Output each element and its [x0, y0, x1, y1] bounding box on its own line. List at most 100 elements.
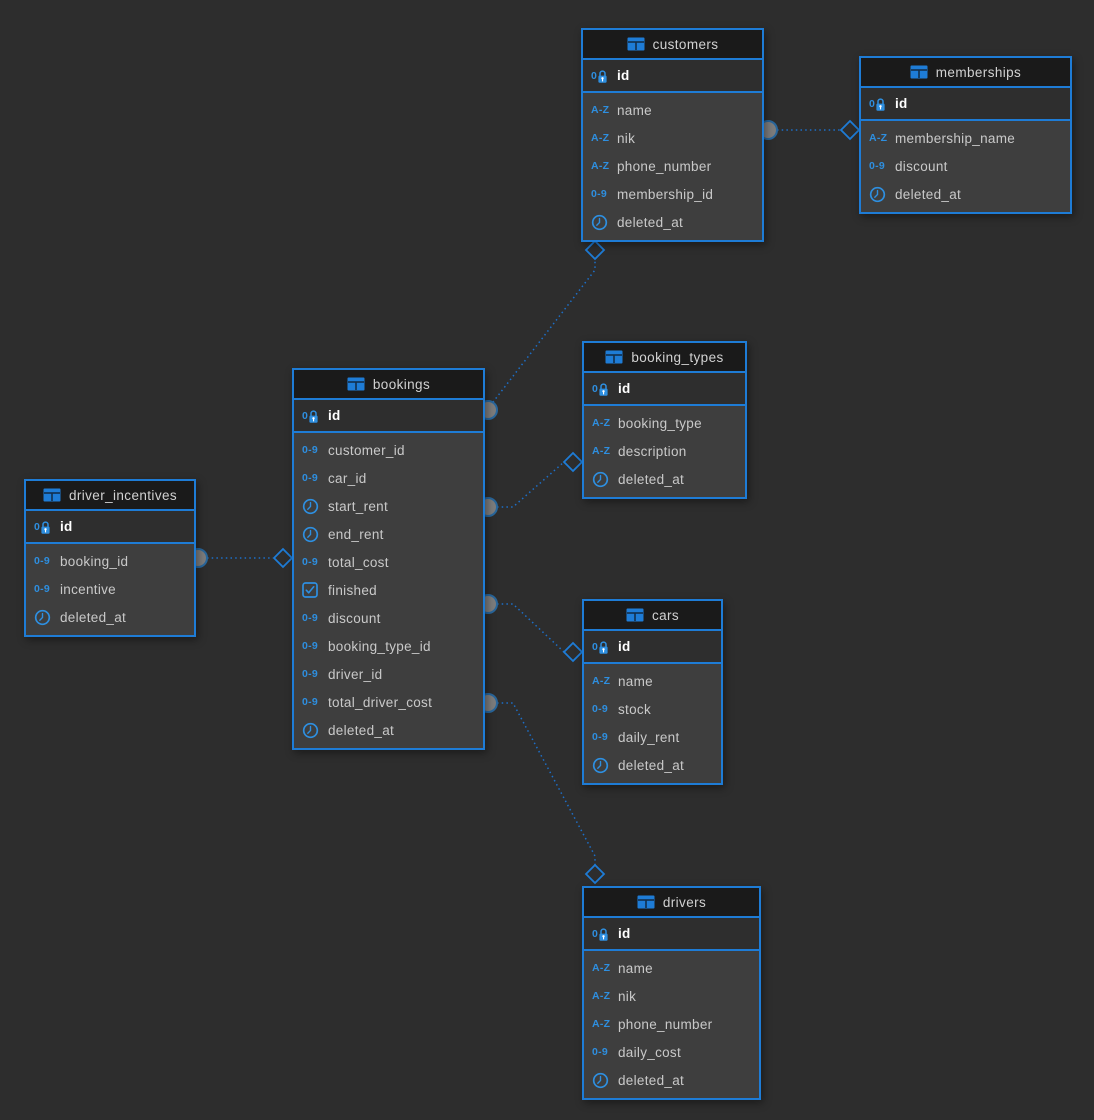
column-label: total_cost	[328, 554, 389, 570]
text-type-icon: A-Z	[592, 962, 611, 974]
relation-diamond-end-customers[interactable]	[584, 239, 606, 261]
relation-diamond-end-drivers[interactable]	[584, 863, 606, 885]
table-header-customers[interactable]: customers	[583, 30, 762, 60]
column-cars-deleted_at[interactable]: deleted_at	[584, 751, 721, 779]
text-icon-cell: A-Z	[592, 417, 618, 429]
column-memberships-deleted_at[interactable]: deleted_at	[861, 180, 1070, 208]
number-type-icon: 0-9	[302, 472, 319, 484]
relation-line-bookings-customers[interactable]	[489, 259, 596, 407]
table-header-memberships[interactable]: memberships	[861, 58, 1070, 88]
number-icon-cell: 0-9	[869, 160, 895, 172]
number-icon-cell: 0-9	[592, 1046, 618, 1058]
number-type-icon: 0-9	[592, 703, 609, 715]
column-bookings-finished[interactable]: finished	[294, 576, 483, 604]
text-type-icon: A-Z	[592, 675, 611, 687]
relation-line-bookings-cars[interactable]	[497, 603, 565, 653]
table-header-booking_types[interactable]: booking_types	[584, 343, 745, 373]
column-bookings-start_rent[interactable]: start_rent	[294, 492, 483, 520]
column-label: phone_number	[618, 1016, 713, 1032]
column-drivers-deleted_at[interactable]: deleted_at	[584, 1066, 759, 1094]
column-label: nik	[618, 988, 637, 1004]
relation-diamond-end-booking_types[interactable]	[562, 451, 584, 473]
datetime-type-icon	[302, 526, 319, 542]
datetime-type-icon	[869, 186, 886, 202]
column-booking_types-deleted_at[interactable]: deleted_at	[584, 465, 745, 493]
column-bookings-deleted_at[interactable]: deleted_at	[294, 716, 483, 744]
table-title: drivers	[662, 894, 707, 910]
column-driver_incentives-deleted_at[interactable]: deleted_at	[26, 603, 194, 631]
column-label: id	[895, 96, 908, 111]
datetime-icon-cell	[34, 609, 60, 626]
column-label: name	[618, 960, 653, 976]
boolean-type-icon	[302, 582, 318, 598]
table-grid-icon	[626, 608, 644, 622]
relation-diamond-end-memberships[interactable]	[839, 119, 861, 141]
relation-diamond-end-cars[interactable]	[562, 641, 584, 663]
number-type-icon: 0-9	[302, 612, 319, 624]
column-customers-deleted_at[interactable]: deleted_at	[583, 208, 762, 236]
relation-line-bookings-booking_types[interactable]	[497, 461, 565, 508]
table-header-driver_incentives[interactable]: driver_incentives	[26, 481, 194, 511]
column-label: name	[618, 673, 653, 689]
table-grid-icon	[627, 37, 645, 51]
column-bookings-end_rent[interactable]: end_rent	[294, 520, 483, 548]
table-header-bookings[interactable]: bookings	[294, 370, 483, 400]
number-icon-cell: 0-9	[302, 472, 328, 484]
table-header-drivers[interactable]: drivers	[584, 888, 759, 918]
column-label: name	[617, 102, 652, 118]
table-title: cars	[651, 607, 680, 623]
table-grid-icon	[637, 895, 655, 909]
relation-line-bookings-drivers[interactable]	[497, 702, 596, 865]
column-label: id	[617, 68, 630, 83]
relation-diamond-end-bookings[interactable]	[272, 547, 294, 569]
text-type-icon: A-Z	[591, 132, 610, 144]
number-icon-cell: 0-9	[302, 640, 328, 652]
column-drivers-name[interactable]: A-Z name	[584, 954, 759, 982]
column-label: finished	[328, 582, 377, 598]
table-header-cars[interactable]: cars	[584, 601, 721, 631]
column-cars-name[interactable]: A-Z name	[584, 667, 721, 695]
table-title: memberships	[935, 64, 1022, 80]
primary-key-icon: 0	[302, 407, 319, 424]
table-title: driver_incentives	[68, 487, 178, 503]
column-label: deleted_at	[895, 186, 962, 202]
